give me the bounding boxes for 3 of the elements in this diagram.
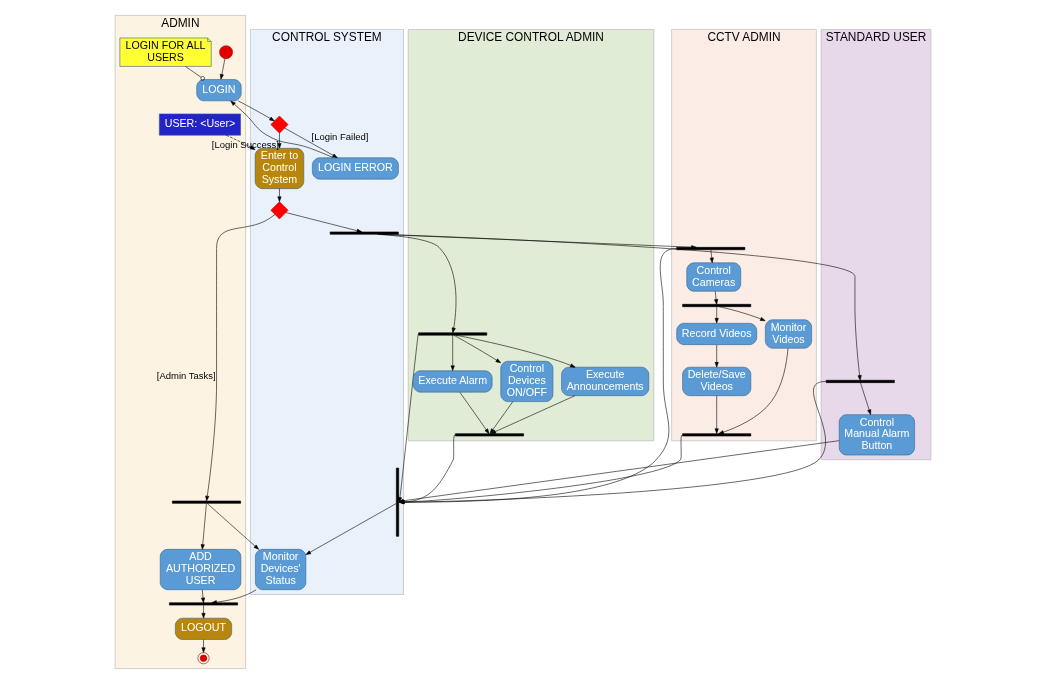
edge-label: [Login Failed]: [311, 130, 368, 142]
edge-label: [Login Success]: [211, 139, 279, 151]
edge-label: [Admin Tasks]: [156, 369, 216, 381]
